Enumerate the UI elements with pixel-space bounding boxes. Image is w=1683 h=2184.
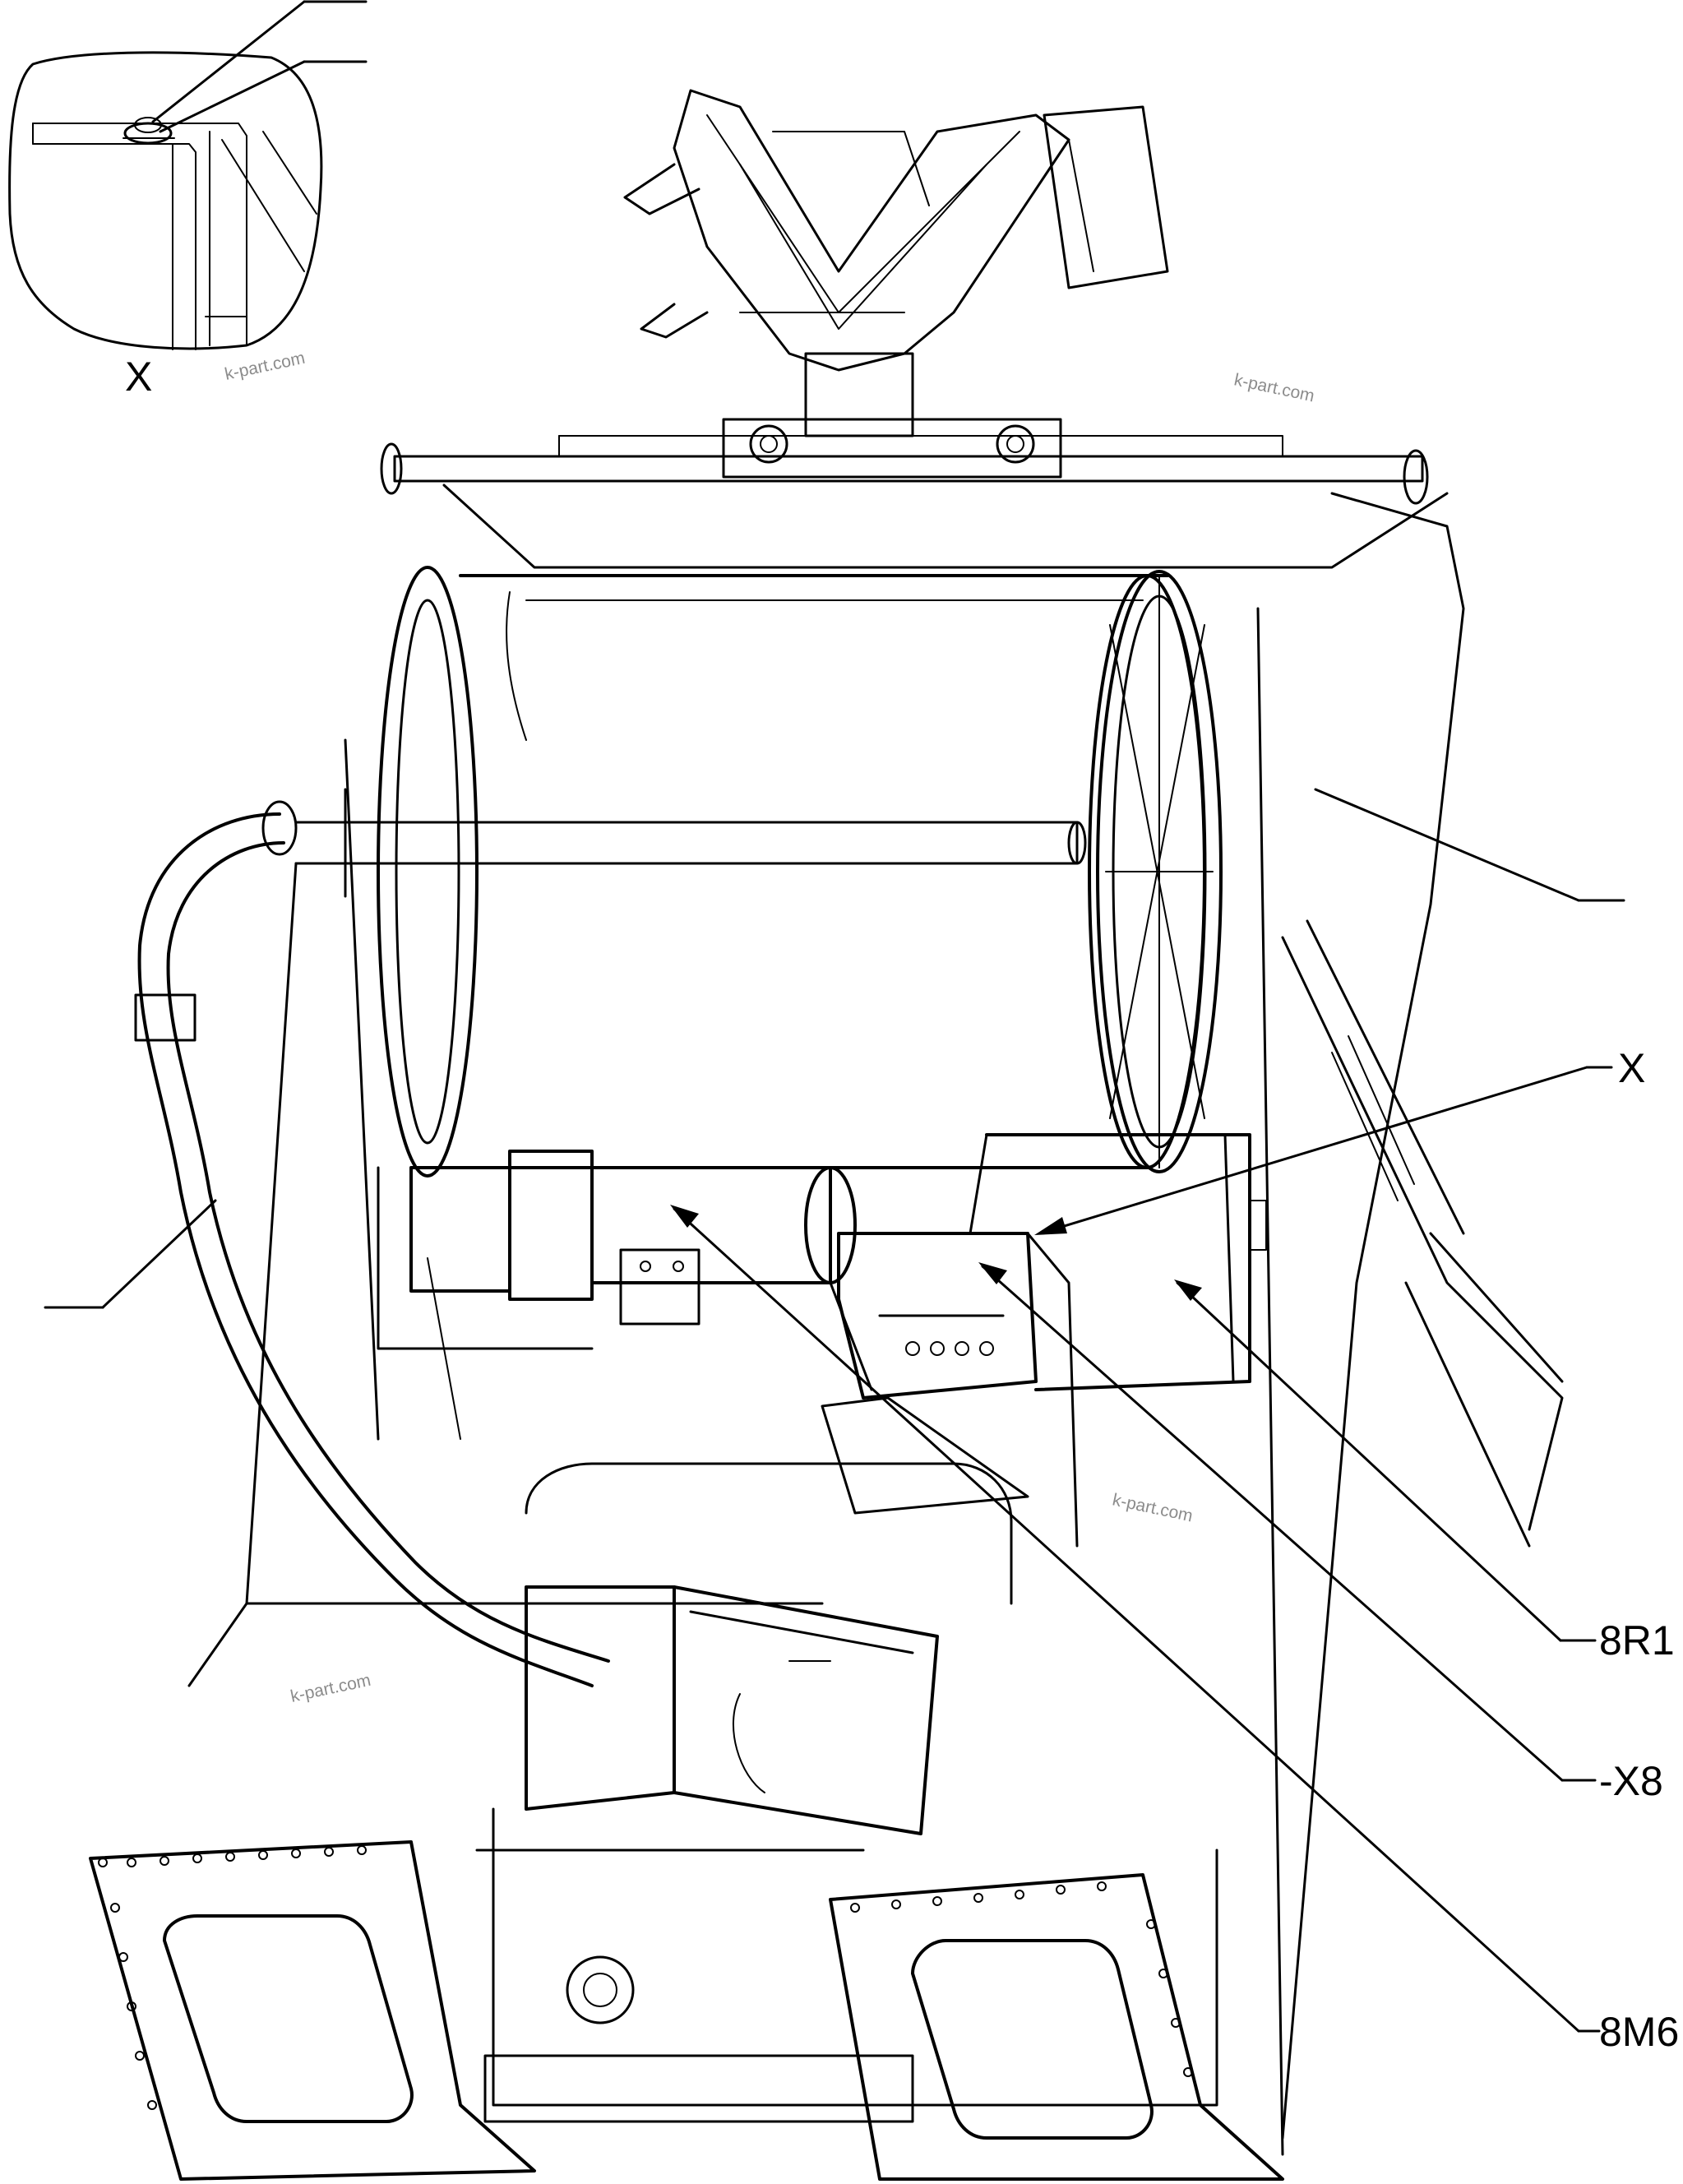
- feed-hose: [134, 788, 610, 1687]
- detail-boundary: [8, 51, 323, 350]
- detail-bolt: [123, 122, 173, 145]
- detail-leader-2: [159, 60, 306, 133]
- mounting-flange-left: [89, 1840, 536, 2181]
- callout-labels: X 8R1 -X8 8M6: [1599, 1045, 1679, 2055]
- callout-leaders: [670, 1066, 1613, 2033]
- label-8m6: 8M6: [1599, 2009, 1679, 2055]
- lifting-frame: [623, 89, 1169, 479]
- control-cabinet: [525, 1396, 1029, 2024]
- leader-right-upper: [1314, 788, 1580, 902]
- leader-8m6: [673, 1207, 1580, 2033]
- leader-x8: [981, 1265, 1564, 1782]
- watermarks: k-part.com k-part.com k-part.com k-part.…: [223, 349, 1316, 1706]
- unlabelled-leaders: [44, 788, 1625, 1309]
- watermark-3: k-part.com: [1111, 1490, 1195, 1525]
- leader-x: [1038, 1066, 1588, 1235]
- cross-bar: [380, 435, 1429, 505]
- drum-rim-right: [1096, 570, 1223, 1173]
- arrow-x8: [978, 1262, 1007, 1284]
- watermark-1: k-part.com: [223, 349, 307, 384]
- detail-view-x: X: [8, 0, 368, 400]
- label-x: X: [1618, 1045, 1645, 1091]
- mounting-flange-right: [829, 1873, 1284, 2181]
- cable-drum: [294, 566, 1223, 1178]
- label-8r1: 8R1: [1599, 1617, 1675, 1663]
- arrow-x: [1034, 1217, 1067, 1235]
- label-x8: -X8: [1599, 1758, 1663, 1804]
- detail-label: X: [125, 354, 152, 400]
- arrow-8m6: [670, 1205, 699, 1228]
- terminal-box-x8: [829, 1232, 1079, 1548]
- watermark-4: k-part.com: [289, 1671, 372, 1706]
- leader-8r1: [1176, 1281, 1562, 1642]
- watermark-2: k-part.com: [1232, 370, 1316, 405]
- arrow-8r1: [1174, 1279, 1202, 1301]
- side-ladder: [1281, 919, 1564, 1548]
- main-frame: [187, 484, 1465, 2156]
- resistor-8r1: [969, 1133, 1267, 1391]
- detail-leader-1: [151, 0, 306, 123]
- leader-left-hose: [101, 1199, 217, 1309]
- drum-rim-left: [377, 566, 479, 1178]
- motor-8m6: [377, 1150, 857, 1350]
